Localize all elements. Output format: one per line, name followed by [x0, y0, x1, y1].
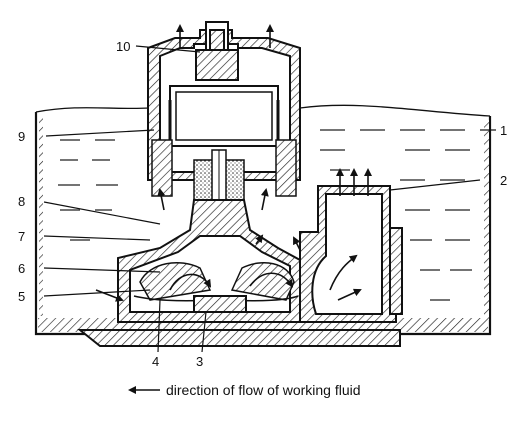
leader-lines: [43, 45, 496, 353]
discharge-pipe: [299, 185, 403, 323]
label-3: 3: [196, 354, 203, 369]
flow-direction-caption: direction of flow of working fluid: [166, 382, 361, 398]
label-10: 10: [116, 39, 130, 54]
label-1: 1: [500, 123, 507, 138]
label-4: 4: [152, 354, 159, 369]
label-7: 7: [18, 229, 25, 244]
label-5: 5: [18, 289, 25, 304]
label-2: 2: [500, 173, 507, 188]
label-9: 9: [18, 129, 25, 144]
label-6: 6: [18, 261, 25, 276]
motor-housing: [147, 21, 301, 181]
part-labels: 1 2 3 4 5 6 7 8 9 10: [18, 39, 507, 369]
flow-arrows: [95, 24, 372, 302]
pump-casing: [117, 199, 301, 323]
base-plate: [77, 329, 401, 347]
liquid-level-marks: [58, 129, 472, 301]
label-8: 8: [18, 194, 25, 209]
